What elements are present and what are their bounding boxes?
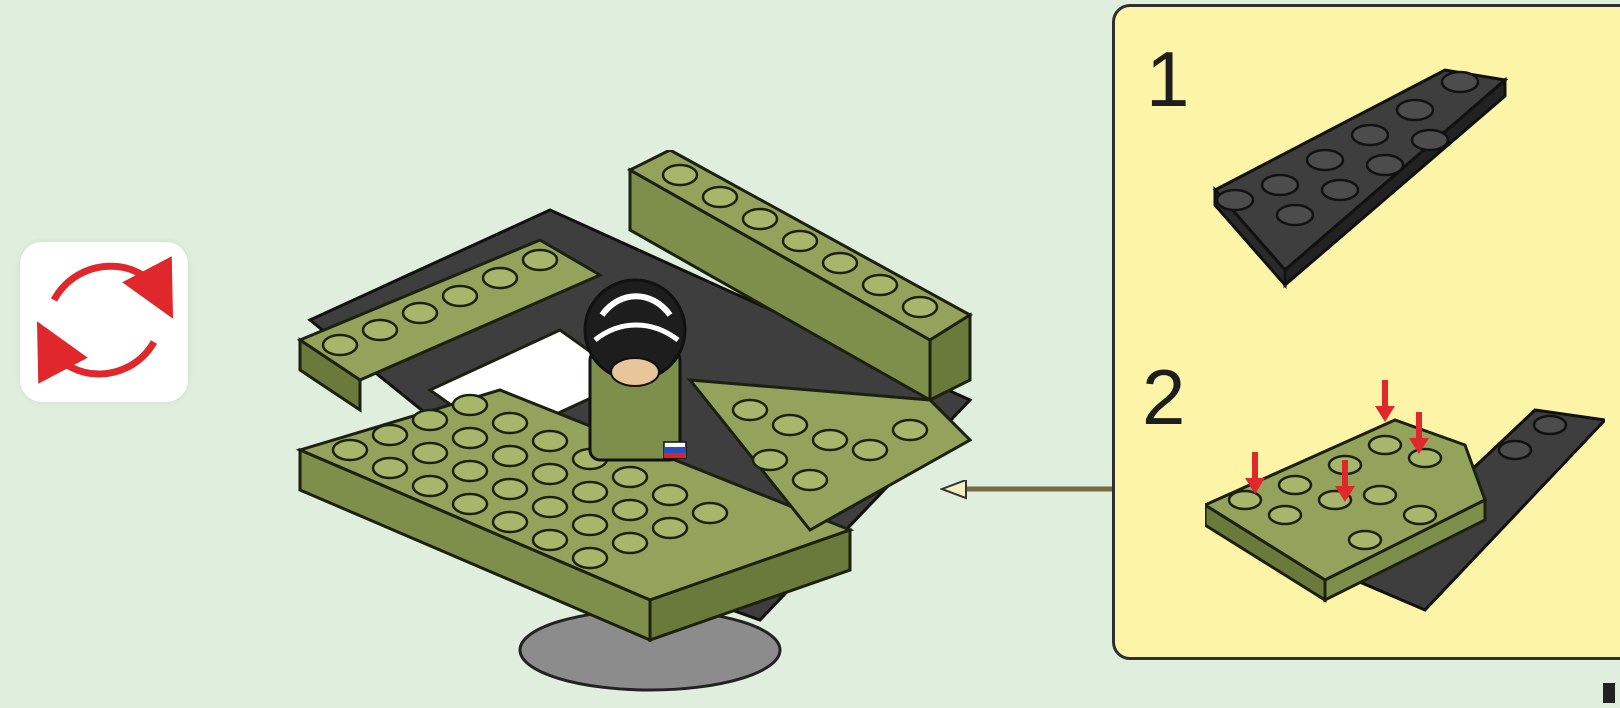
page-corner-mark xyxy=(1603,683,1615,703)
step-1-part-illustration xyxy=(1205,40,1525,295)
rotate-arrows-icon xyxy=(20,242,188,402)
pilot-minifigure xyxy=(585,280,686,460)
step-number: 1 xyxy=(1146,40,1189,118)
rotate-indicator xyxy=(20,242,188,402)
step-2-part-illustration xyxy=(1205,370,1605,625)
callout-connector xyxy=(940,480,1120,500)
main-model-illustration xyxy=(290,150,990,708)
step-number: 2 xyxy=(1142,358,1185,436)
